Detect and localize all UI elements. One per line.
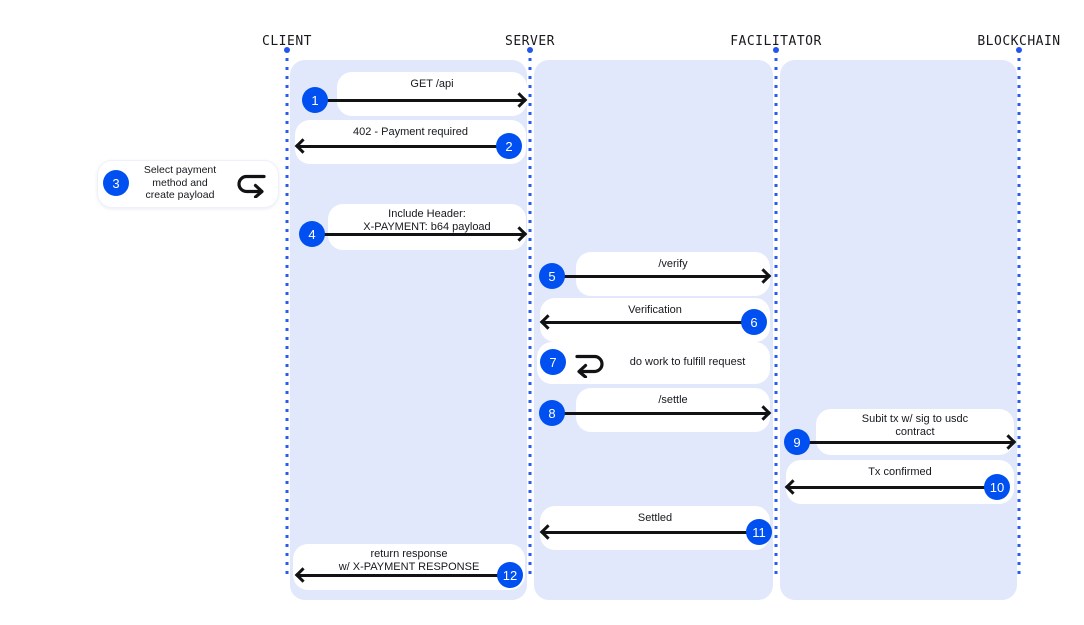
message-1-bubble: [337, 72, 527, 116]
step-badge-8: 8: [539, 400, 565, 426]
message-6-label: Verification: [628, 304, 682, 316]
lifeline-head-dot-server: [527, 47, 533, 53]
actor-label-facilitator: FACILITATOR: [730, 34, 822, 49]
step-badge-6: 6: [741, 309, 767, 335]
actor-label-client: CLIENT: [262, 34, 312, 49]
message-9-bubble: [816, 409, 1014, 455]
message-11-label: Settled: [637, 512, 673, 524]
step-badge-4: 4: [299, 221, 325, 247]
message-8-label: /settle: [658, 394, 688, 406]
message-12-bubble: [293, 544, 525, 590]
message-3-bubble: [97, 160, 279, 208]
step-badge-12: 12: [497, 562, 523, 588]
step-badge-11: 11: [746, 519, 772, 545]
actor-label-blockchain: BLOCKCHAIN: [977, 34, 1061, 49]
message-4-bubble: [328, 204, 526, 250]
lifeline-head-dot-facilitator: [773, 47, 779, 53]
message-6-arrow: [544, 320, 754, 324]
message-2-bubble: [295, 120, 526, 164]
step-badge-9: 9: [784, 429, 810, 455]
loop-right-icon: [233, 171, 269, 203]
message-1-arrow: [315, 98, 523, 102]
message-9-arrow: [797, 440, 1012, 444]
actor-label-server: SERVER: [505, 34, 555, 49]
message-11-arrow: [544, 530, 759, 534]
message-12-arrow: [299, 573, 510, 577]
lifeline-client: [285, 58, 289, 574]
panel-facilitator-blockchain: [780, 60, 1017, 600]
message-11-bubble: [540, 506, 770, 550]
lifeline-blockchain: [1017, 58, 1021, 574]
step-badge-1: 1: [302, 87, 328, 113]
message-1-label: GET /api: [410, 78, 454, 90]
message-10-bubble: [786, 460, 1014, 504]
step-badge-3: 3: [103, 170, 129, 196]
message-8-bubble: [576, 388, 770, 432]
lifeline-server: [528, 58, 532, 574]
step-badge-2: 2: [496, 133, 522, 159]
message-5-label: /verify: [658, 258, 688, 270]
message-2-arrow: [299, 144, 509, 148]
loop-left-icon: [572, 351, 608, 383]
step-badge-7: 7: [540, 349, 566, 375]
step-badge-5: 5: [539, 263, 565, 289]
message-5-arrow: [552, 274, 767, 278]
message-2-label: 402 - Payment required: [353, 126, 468, 138]
step-badge-10: 10: [984, 474, 1010, 500]
message-7-bubble: [537, 342, 770, 384]
message-7-label: do work to fulfill request: [629, 356, 746, 368]
message-10-label: Tx confirmed: [868, 466, 932, 478]
lifeline-head-dot-blockchain: [1016, 47, 1022, 53]
lifeline-facilitator: [774, 58, 778, 574]
message-4-arrow: [312, 232, 523, 236]
lifeline-head-dot-client: [284, 47, 290, 53]
message-4-label: Include Header:X-PAYMENT: b64 payload: [363, 208, 491, 233]
message-10-arrow: [789, 485, 997, 489]
message-8-arrow: [552, 411, 767, 415]
